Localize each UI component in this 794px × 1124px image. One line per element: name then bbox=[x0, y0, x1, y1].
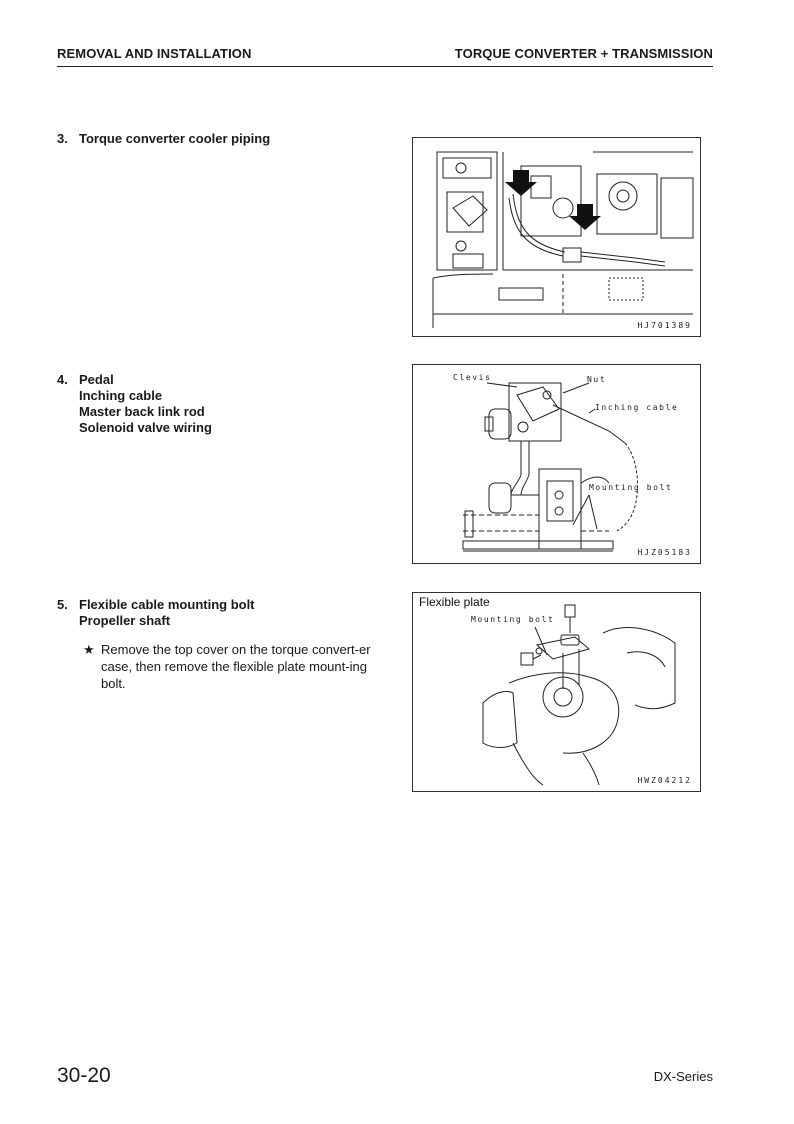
header-chapter-title: TORQUE CONVERTER + TRANSMISSION bbox=[454, 46, 713, 61]
section-titles: Pedal Inching cable Master back link rod… bbox=[79, 372, 212, 436]
section-title: Solenoid valve wiring bbox=[79, 420, 212, 435]
section-titles: Torque converter cooler piping bbox=[79, 131, 270, 147]
header-section-title: REMOVAL AND INSTALLATION bbox=[57, 46, 252, 61]
section-number: 4. bbox=[57, 372, 68, 387]
figure-pedal: Clevis Nut Inching cable Mounting bolt H… bbox=[412, 364, 701, 564]
section-4: 4. Pedal Inching cable Master back link … bbox=[57, 372, 387, 442]
instruction-note: ★ Remove the top cover on the torque con… bbox=[83, 641, 371, 697]
figure-cooler-piping: HJ701389 bbox=[412, 137, 701, 337]
figure-flexible-plate: Flexible plate Mounting bolt HWZ04212 bbox=[412, 592, 701, 792]
series-label: DX-Series bbox=[653, 1069, 713, 1084]
section-number: 5. bbox=[57, 597, 68, 612]
pedal-illustration bbox=[462, 382, 638, 552]
section-titles: Flexible cable mounting bolt Propeller s… bbox=[79, 597, 255, 629]
label-inching-cable: Inching cable bbox=[595, 403, 679, 412]
figure-code: HWZ04212 bbox=[637, 776, 692, 785]
cooler-piping-illustration bbox=[432, 151, 694, 328]
section-title: Flexible cable mounting bolt bbox=[79, 597, 255, 612]
section-title: Torque converter cooler piping bbox=[79, 131, 271, 146]
section-number: 3. bbox=[57, 131, 68, 146]
figure-code: HJ701389 bbox=[637, 321, 692, 330]
page-number: 30-20 bbox=[57, 1064, 111, 1087]
page-header: REMOVAL AND INSTALLATION TORQUE CONVERTE… bbox=[57, 44, 713, 67]
star-icon: ★ bbox=[83, 642, 95, 657]
section-title: Pedal bbox=[79, 372, 114, 387]
label-mounting-bolt: Mounting bolt bbox=[471, 615, 555, 624]
section-title: Propeller shaft bbox=[79, 613, 171, 628]
section-title: Master back link rod bbox=[79, 404, 205, 419]
flexible-plate-illustration bbox=[482, 604, 676, 786]
figure-caption: Flexible plate bbox=[419, 595, 490, 609]
section-3: 3. Torque converter cooler piping bbox=[57, 131, 387, 171]
section-5: 5. Flexible cable mounting bolt Propelle… bbox=[57, 597, 387, 633]
note-text: Remove the top cover on the torque conve… bbox=[101, 642, 371, 691]
section-title: Inching cable bbox=[79, 388, 163, 403]
label-clevis: Clevis bbox=[453, 373, 492, 382]
figure-code: HJZ05183 bbox=[637, 548, 692, 557]
label-mounting-bolt: Mounting bolt bbox=[589, 483, 673, 492]
label-nut: Nut bbox=[587, 375, 607, 384]
